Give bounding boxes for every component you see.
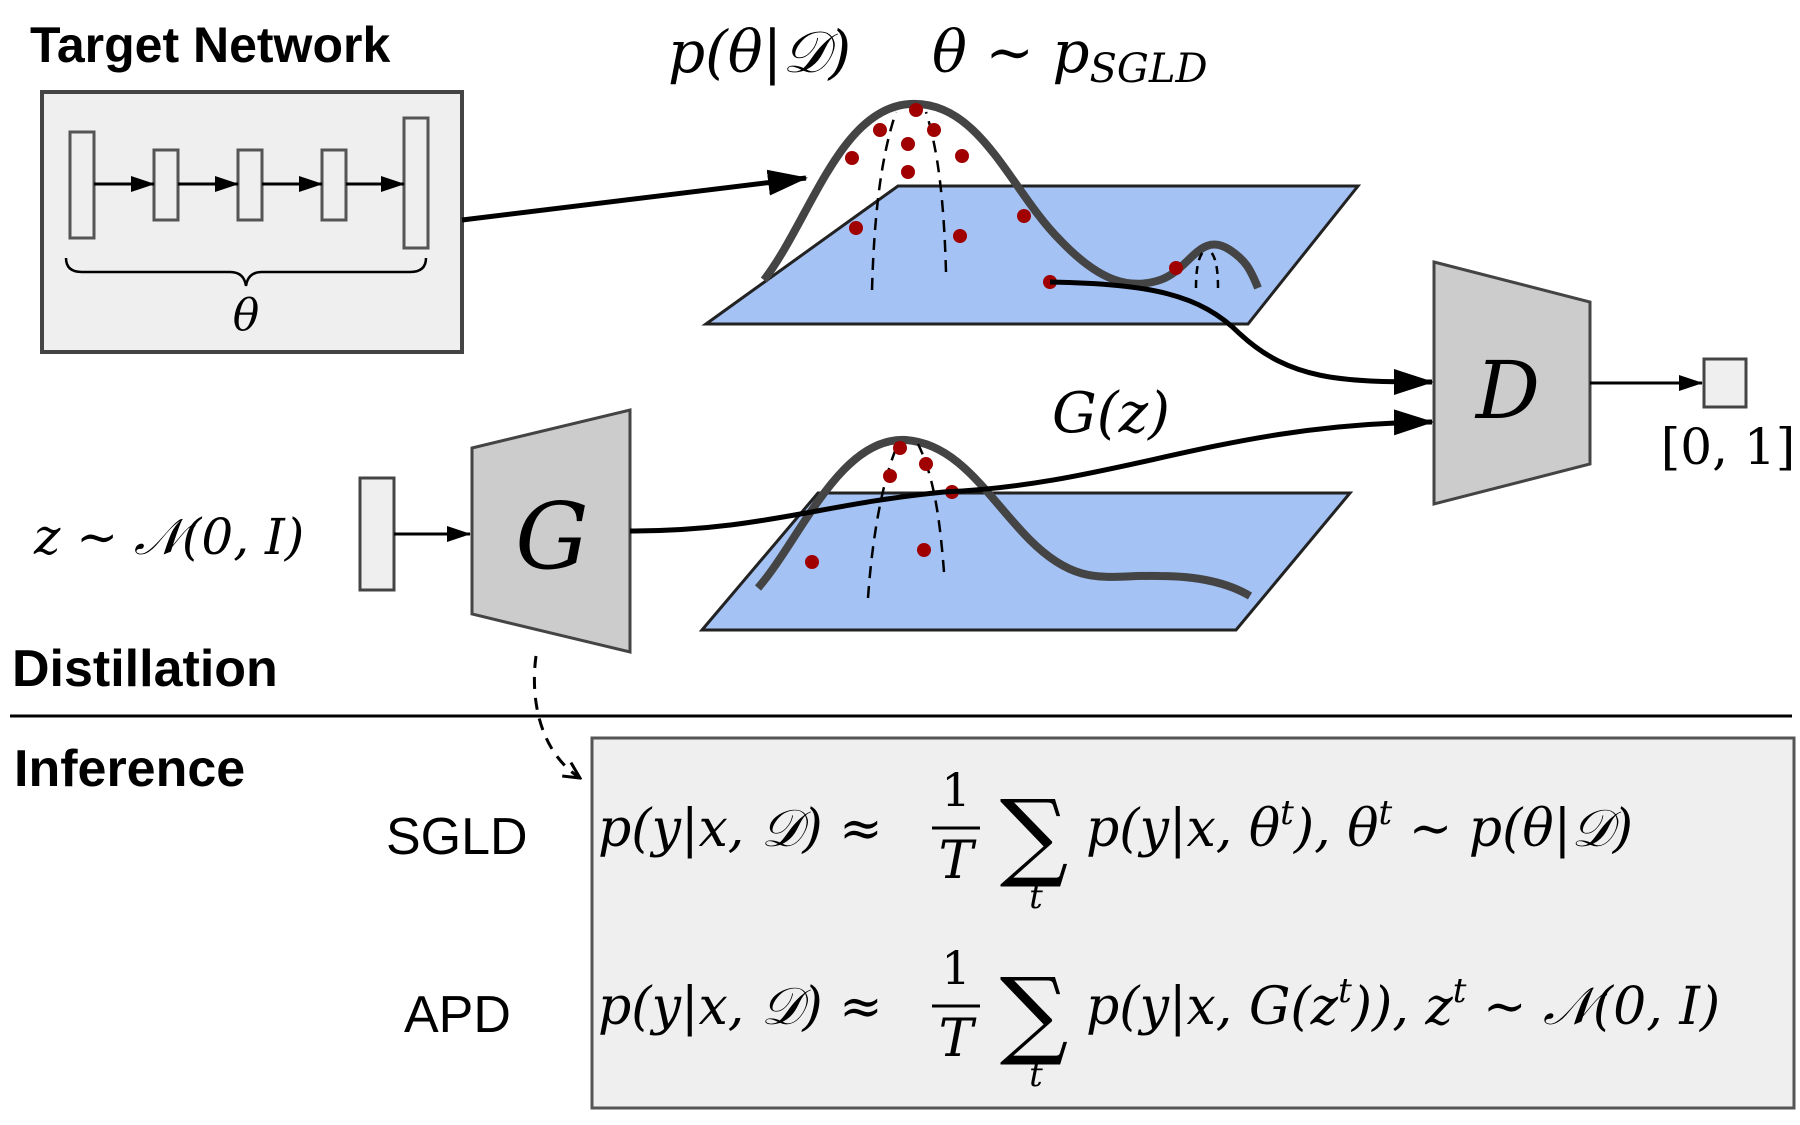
sgld-sample-label: θ ∼ pSGLD: [932, 18, 1208, 92]
generated-plane: [698, 491, 1354, 632]
posterior-minor-dashed-left: [1194, 251, 1205, 289]
generated-density-curve: [754, 435, 1253, 600]
generator-block: [470, 408, 632, 654]
sample-dot: [909, 103, 923, 117]
sgld-samples: [845, 103, 1183, 289]
apd-lhs: p(y|x, 𝒟) ≈: [598, 977, 883, 1037]
apd-sum-symbol: ∑: [1000, 957, 1069, 1069]
sample-dot: [955, 149, 969, 163]
network-layer-output: [402, 116, 430, 250]
sample-dot: [927, 123, 941, 137]
network-layer-hidden-3: [320, 148, 348, 222]
sample-dot: [1169, 261, 1183, 275]
sgld-rhs-sup-2: t: [1379, 793, 1393, 833]
generated-mode-dashed-left: [866, 443, 900, 599]
sample-dot: [917, 543, 931, 557]
sample-dot: [845, 151, 859, 165]
sgld-frac-num: 1: [941, 763, 970, 817]
sgld-lhs: p(y|x, 𝒟) ≈: [598, 799, 883, 859]
generator-to-discriminator-arrow: [629, 409, 1434, 534]
distillation-heading: Distillation: [12, 640, 278, 698]
sample-dot: [1017, 209, 1031, 223]
sgld-rhs-sup-1: t: [1280, 793, 1294, 833]
generator-to-inference-arrow: [532, 655, 580, 778]
apd-rhs-b: )), z: [1351, 977, 1454, 1037]
sample-dot: [901, 165, 915, 179]
output-range-label: [0, 1]: [1661, 418, 1795, 476]
sample-dot: [901, 137, 915, 151]
sgld-subscript: SGLD: [1090, 46, 1208, 92]
noise-vector-box: [358, 476, 396, 592]
sample-dot: [883, 469, 897, 483]
generated-distribution: [698, 435, 1354, 632]
apd-rhs-sup-2: t: [1453, 971, 1467, 1011]
apd-rhs-c: ∼ 𝒩(0, I): [1466, 977, 1720, 1037]
discriminator-label: D: [1474, 344, 1540, 437]
apd-method-label: APD: [404, 986, 511, 1044]
sgld-method-label: SGLD: [386, 808, 528, 866]
sgld-frac-den: T: [939, 831, 977, 891]
posterior-label: p(θ|𝒟): [668, 18, 851, 86]
sample-dot: [873, 123, 887, 137]
posterior-plane: [701, 184, 1362, 326]
sgld-rhs-b: ), θ: [1293, 799, 1379, 859]
apd-frac-num: 1: [941, 941, 970, 995]
parameter-brace: [64, 257, 428, 287]
discriminator-block: [1432, 260, 1592, 506]
inference-box: [590, 736, 1796, 1110]
target-network-heading: Target Network: [30, 17, 390, 73]
generator-label: G: [515, 483, 589, 590]
sgld-rhs-a: p(y|x, θ: [1086, 799, 1280, 859]
apd-frac-den: T: [939, 1009, 977, 1069]
apd-equation: p(y|x, 𝒟) ≈ 1 T ∑ t p(y|x, G(zt)), zt ∼ …: [598, 941, 1720, 1095]
sgld-rhs-c: ∼ p(θ|𝒟): [1392, 799, 1633, 859]
sample-dot: [893, 441, 907, 455]
sgld-equation: p(y|x, 𝒟) ≈ 1 T ∑ t p(y|x, θt), θt ∼ p(θ…: [598, 763, 1633, 917]
target-network-box: θ: [40, 90, 464, 354]
posterior-mode-dashed-left: [870, 111, 898, 291]
apd-rhs: p(y|x, G(zt)), zt ∼ 𝒩(0, I): [1086, 971, 1720, 1037]
apd-rhs-a: p(y|x, G(z: [1086, 977, 1339, 1037]
network-layer-hidden-2: [236, 148, 264, 222]
network-layer-hidden-1: [152, 148, 180, 222]
posterior-density-curve: [760, 99, 1262, 290]
discriminator-output-box: [1702, 357, 1748, 409]
inference-heading: Inference: [14, 740, 245, 798]
generator-output-label: G(z): [1052, 381, 1170, 446]
theta-label: θ: [233, 290, 260, 341]
noise-label: z ∼ 𝒩(0, I): [33, 508, 304, 566]
sample-dot: [849, 221, 863, 235]
apd-sum-index: t: [1029, 1055, 1043, 1095]
sgld-sample-main: θ ∼ p: [932, 18, 1090, 86]
posterior-minor-dashed-right: [1209, 251, 1220, 289]
sgld-sum-symbol: ∑: [1000, 779, 1069, 891]
apd-rhs-sup-1: t: [1338, 971, 1352, 1011]
sgld-rhs: p(y|x, θt), θt ∼ p(θ|𝒟): [1086, 793, 1633, 859]
sample-to-discriminator-arrow: [1049, 279, 1434, 395]
sample-dot: [953, 229, 967, 243]
sgld-sum-index: t: [1029, 877, 1043, 917]
network-layer-input: [68, 130, 96, 240]
sample-dot: [805, 555, 819, 569]
posterior-distribution: [701, 99, 1362, 326]
sample-dot: [919, 457, 933, 471]
network-to-posterior-arrow: [461, 169, 808, 223]
